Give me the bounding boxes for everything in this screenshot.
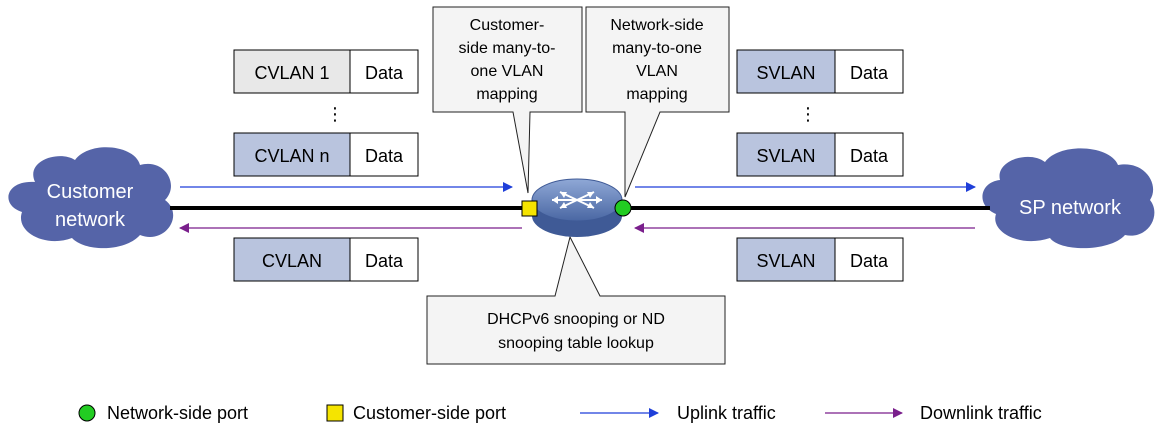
frame-cvlan-n: CVLAN n Data [233, 132, 419, 177]
frame-header-label: SVLAN [756, 146, 815, 166]
frame-payload-label: Data [850, 251, 889, 271]
frame-cvlan-downlink: CVLAN Data [233, 237, 419, 282]
callout-lookup-line1: DHCPv6 snooping or ND [487, 311, 665, 328]
frame-svlan-mid: SVLAN Data [736, 132, 904, 177]
customer-network-cloud: Customer network [8, 147, 174, 249]
customer-side-mapping-callout: Customer- side many-to- one VLAN mapping [432, 6, 583, 194]
legend-network-port-label: Network-side port [107, 403, 248, 423]
frame-payload-label: Data [850, 63, 889, 83]
snooping-lookup-callout: DHCPv6 snooping or ND snooping table loo… [426, 235, 726, 365]
legend-uplink-label: Uplink traffic [677, 403, 776, 423]
switch-icon [531, 178, 623, 237]
legend-network-port-icon [78, 404, 96, 422]
callout-network-line2: many-to-one [612, 40, 702, 57]
sp-network-cloud: SP network [982, 148, 1155, 249]
frame-header-label: CVLAN n [254, 146, 329, 166]
network-side-mapping-callout: Network-side many-to-one VLAN mapping [585, 6, 730, 198]
ellipsis-customer: ⋮ [326, 104, 344, 124]
callout-customer-line3: one VLAN [471, 63, 544, 80]
frame-svlan-top: SVLAN Data [736, 49, 904, 94]
frame-payload-label: Data [850, 146, 889, 166]
callout-network-line4: mapping [626, 86, 687, 103]
callout-customer-line1: Customer- [470, 17, 545, 34]
legend-customer-port-icon [326, 404, 344, 422]
frame-svlan-downlink: SVLAN Data [736, 237, 904, 282]
legend-downlink-label: Downlink traffic [920, 403, 1042, 423]
callout-network-line1: Network-side [610, 17, 703, 34]
callout-network-line3: VLAN [636, 63, 678, 80]
frame-payload-label: Data [365, 251, 404, 271]
customer-network-label-line1: Customer [47, 181, 134, 203]
frame-cvlan-1: CVLAN 1 Data [233, 49, 419, 94]
customer-network-label-line2: network [55, 209, 126, 231]
network-side-port-marker [614, 199, 632, 217]
frame-header-label: SVLAN [756, 63, 815, 83]
callout-customer-line4: mapping [476, 86, 537, 103]
frame-payload-label: Data [365, 63, 404, 83]
legend: Network-side port Customer-side port Upl… [78, 403, 1042, 423]
frame-header-label: CVLAN [262, 251, 322, 271]
callout-lookup-line2: snooping table lookup [498, 335, 654, 352]
legend-customer-port-label: Customer-side port [353, 403, 506, 423]
ellipsis-sp: ⋮ [799, 104, 817, 124]
sp-network-label: SP network [1019, 197, 1122, 219]
frame-header-label: SVLAN [756, 251, 815, 271]
frame-header-label: CVLAN 1 [254, 63, 329, 83]
callout-customer-line2: side many-to- [459, 40, 556, 57]
frame-payload-label: Data [365, 146, 404, 166]
customer-side-port-marker [521, 200, 538, 217]
